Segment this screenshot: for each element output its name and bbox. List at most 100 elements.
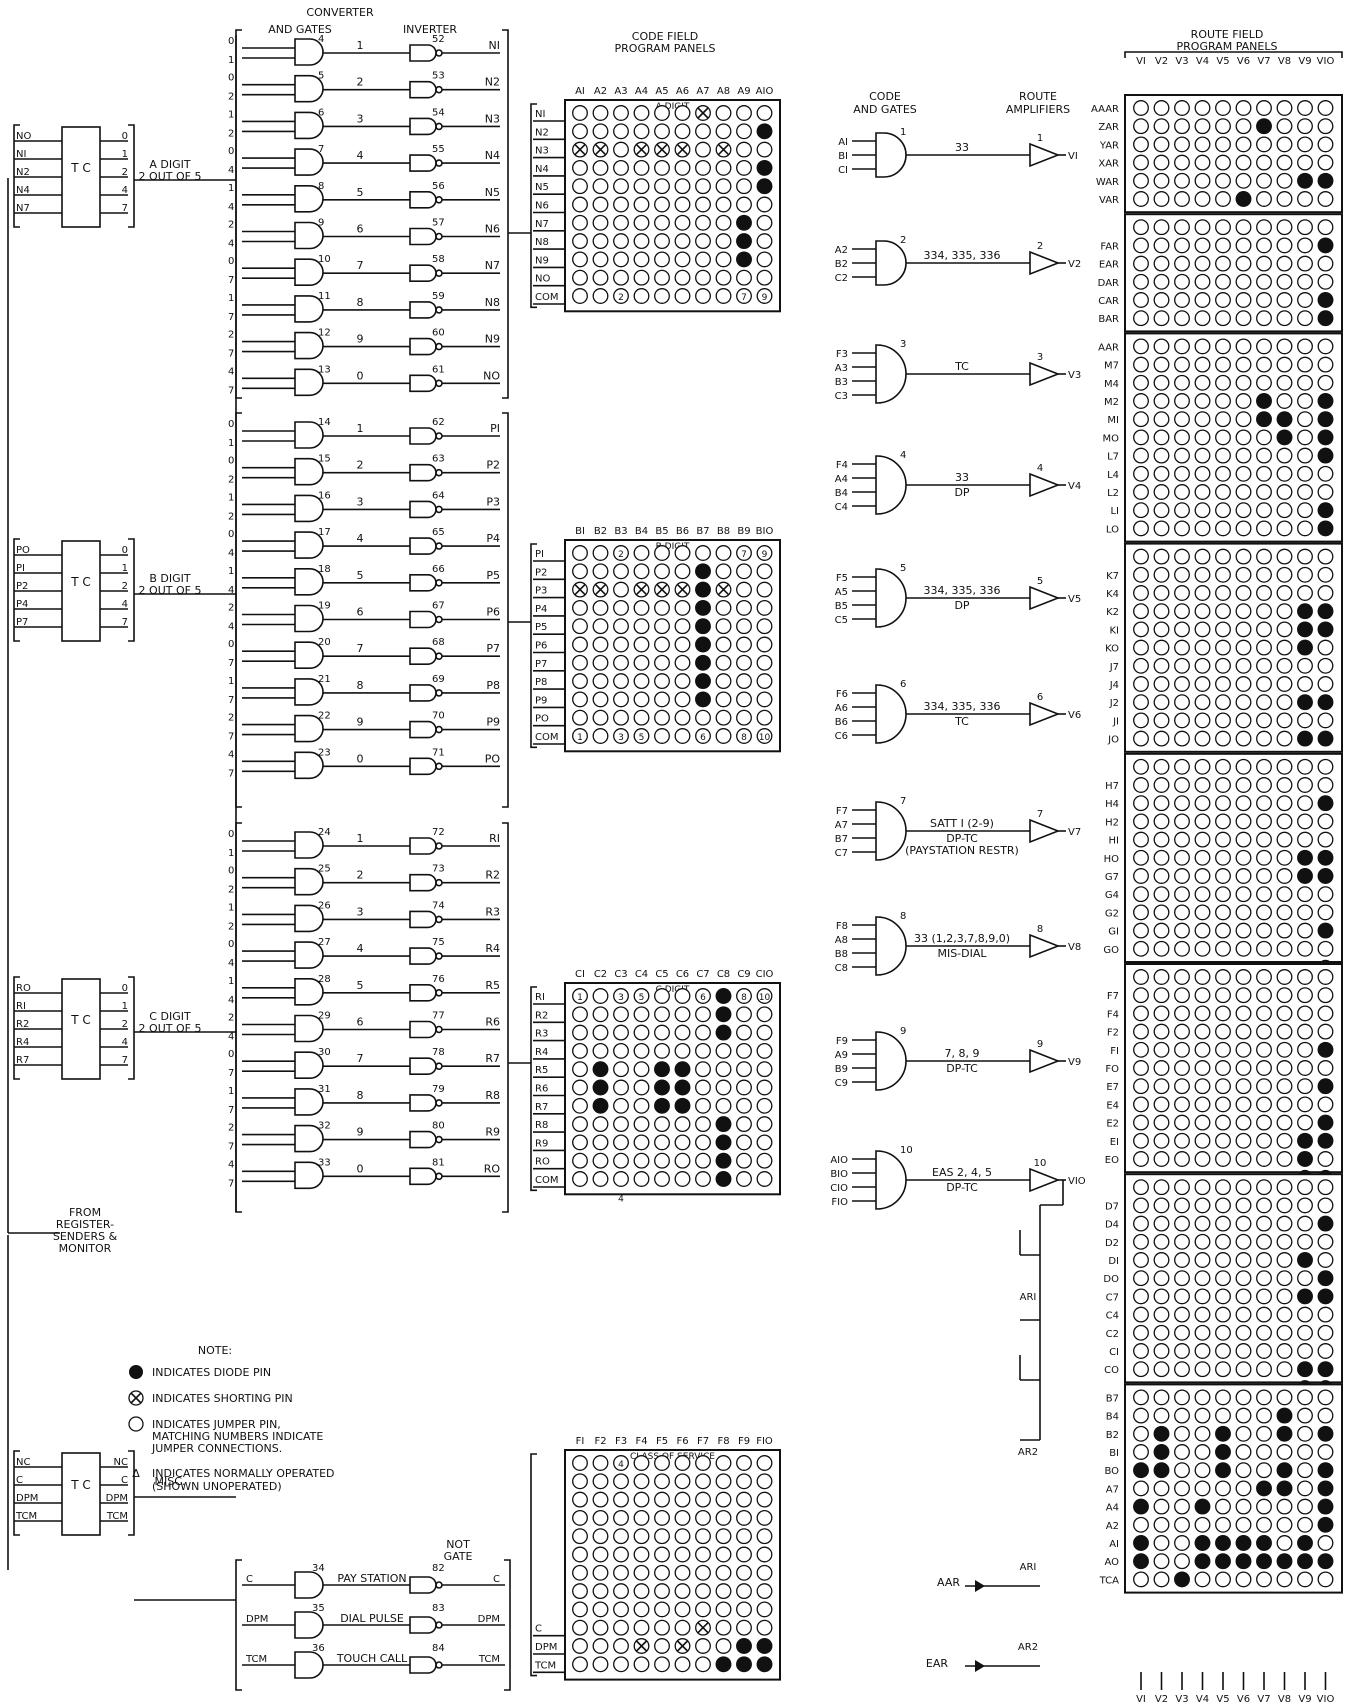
- tc-input-bracket: [13, 538, 20, 642]
- program-pin: [613, 1134, 629, 1151]
- route-pin: [1256, 1462, 1272, 1479]
- inverter-number: 68: [432, 637, 445, 648]
- program-pin: [633, 636, 650, 653]
- route-pin: [1256, 172, 1272, 189]
- route-pin: [1133, 338, 1149, 355]
- diode-pin: [1297, 603, 1313, 619]
- route-output-label: VIO: [1317, 1694, 1335, 1705]
- program-pin: [572, 691, 588, 708]
- route-pin: [1174, 603, 1190, 620]
- route-pin: [1317, 1324, 1334, 1341]
- route-pin: [1194, 1516, 1211, 1533]
- route-pin: [1174, 1444, 1190, 1460]
- route-and-gate-8: [875, 916, 907, 976]
- and-gate-16: [294, 494, 324, 523]
- aar-relay-label: AAR: [937, 1576, 960, 1589]
- tc-input-label: N4: [16, 185, 30, 196]
- route-pin: [1276, 292, 1293, 308]
- route-pin: [1153, 1324, 1170, 1341]
- route-pin: [1317, 987, 1334, 1004]
- route-pin: [1317, 566, 1334, 583]
- route-pin: [1153, 1407, 1170, 1424]
- program-pin: [736, 1134, 752, 1151]
- code-panel-column-label: A2: [594, 86, 607, 97]
- route-pin: [1194, 712, 1211, 729]
- program-pin: [756, 654, 773, 671]
- route-pin: [1215, 136, 1231, 153]
- route-pin: [1174, 255, 1190, 272]
- diode-pin: [1277, 430, 1292, 445]
- program-pin: [633, 1152, 650, 1169]
- diode-pin: [1195, 1535, 1210, 1551]
- diode-pin: [1215, 1535, 1231, 1551]
- tc-input-label: RI: [16, 1001, 26, 1012]
- diode-pin: [695, 692, 711, 707]
- route-amplifier-output: V6: [1068, 710, 1081, 721]
- route-row-label: H2: [1105, 817, 1119, 828]
- route-pin: [1194, 1197, 1211, 1214]
- tc-input-label: NO: [16, 131, 31, 142]
- route-pin: [1276, 1498, 1293, 1515]
- and-input-label: 4: [228, 1032, 234, 1043]
- program-pin: [572, 728, 588, 744]
- output-label: N3: [485, 112, 500, 125]
- route-row-label: L4: [1107, 470, 1119, 481]
- inverter-bubble-icon: [435, 269, 443, 278]
- program-pin: [654, 178, 670, 195]
- inverter-bubble-icon: [435, 1661, 443, 1669]
- program-pin: [654, 673, 670, 690]
- jumper-pin-number: 5: [639, 993, 645, 1003]
- route-pin: [1215, 694, 1231, 711]
- and-input-label: 7: [228, 695, 234, 706]
- route-pin: [1297, 118, 1313, 135]
- route-pin: [1133, 1361, 1149, 1378]
- program-pin: [613, 728, 629, 744]
- route-gate-number: 2: [900, 235, 906, 246]
- program-pin: [695, 269, 711, 286]
- route-pin: [1194, 1060, 1211, 1076]
- route-pin: [1133, 172, 1149, 189]
- shorting-pin-icon: [676, 584, 689, 596]
- route-pin: [1256, 566, 1272, 583]
- route-gate-input-label: C4: [835, 502, 848, 513]
- route-pin: [1256, 758, 1272, 775]
- program-pin: [674, 1656, 691, 1673]
- route-pin: [1194, 429, 1211, 446]
- program-pin: [592, 1546, 609, 1563]
- inverter-bubble-icon: [435, 1581, 443, 1589]
- program-pin: [613, 599, 629, 616]
- tc-output-label: 2: [122, 167, 128, 178]
- program-pin: [715, 636, 732, 653]
- route-pin: [1133, 273, 1149, 290]
- route-pin: [1194, 639, 1211, 656]
- program-pin: [613, 196, 629, 213]
- route-amplifier-10: [1029, 1167, 1061, 1193]
- program-pin: [592, 599, 609, 616]
- program-pin: [633, 1473, 650, 1490]
- route-gate-sublabel: TC: [954, 715, 969, 728]
- diode-pin: [1236, 1535, 1251, 1551]
- and-gate-number: 10: [318, 254, 331, 265]
- output-label: R7: [485, 1052, 500, 1065]
- program-pin: [572, 563, 588, 580]
- tc-rule-label: 2 OUT OF 5: [139, 1022, 202, 1035]
- route-pin: [1297, 411, 1313, 428]
- route-pin: [1153, 338, 1170, 355]
- program-pin: [654, 1006, 670, 1023]
- code-panel-row-label: R2: [535, 1010, 548, 1021]
- code-panel-row-label: N3: [535, 146, 549, 157]
- and-input-label: 7: [228, 1105, 234, 1116]
- program-pin: [613, 545, 629, 561]
- and-gate-11: [294, 295, 324, 323]
- route-pin: [1174, 1041, 1190, 1058]
- route-pin: [1174, 868, 1190, 884]
- route-gate-number: 10: [900, 1145, 913, 1156]
- route-pin: [1276, 310, 1293, 327]
- route-pin: [1215, 1023, 1231, 1040]
- inverter-number: 62: [432, 417, 445, 428]
- code-panel-column-label: A5: [655, 86, 668, 97]
- program-pin: [695, 1042, 711, 1059]
- route-gate-input-label: BI: [838, 151, 848, 162]
- route-pin: [1194, 548, 1211, 565]
- route-pin: [1133, 730, 1149, 747]
